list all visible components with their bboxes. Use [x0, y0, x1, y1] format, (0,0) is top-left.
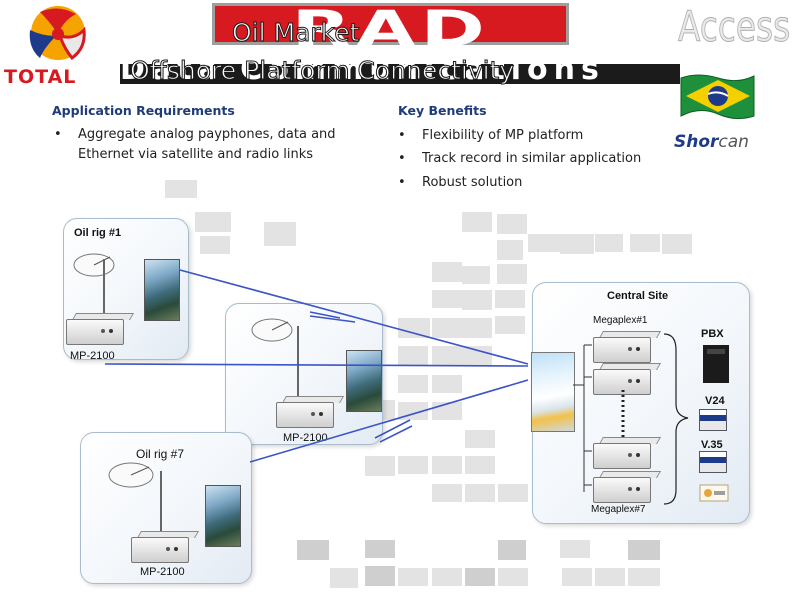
oil-rig-middle-panel — [225, 303, 383, 445]
benefit-item: • Track record in similar application — [398, 149, 678, 169]
central-site-label: Central Site — [607, 290, 669, 302]
oil-rig-photo — [346, 350, 382, 412]
router-icon — [699, 484, 729, 502]
satellite-dish-icon — [251, 318, 299, 402]
slide-title-line2: Offshore Platform Connectivity — [129, 56, 515, 86]
shorcan-logo: Shorcan — [674, 132, 749, 152]
oil-rig-middle-device-label: MP-2100 — [283, 432, 328, 444]
megaplex-7-label: Megaplex#7 — [591, 504, 646, 515]
v24-converter-icon — [699, 409, 727, 431]
link-rig1-device-central — [104, 363, 529, 367]
central-site-photo — [531, 352, 575, 432]
application-requirements-heading: Application Requirements — [52, 103, 235, 118]
v35-label: V.35 — [701, 439, 723, 451]
megaplex-1-label: Megaplex#1 — [593, 315, 648, 326]
oil-rig-1-panel: Oil rig #1 — [63, 218, 189, 360]
megaplex-bracket — [663, 333, 689, 505]
oil-rig-7-panel — [80, 432, 252, 584]
total-logo-text: TOTAL — [4, 66, 77, 88]
oil-rig-1-label: Oil rig #1 — [74, 227, 122, 239]
bullet-icon: • — [54, 127, 62, 142]
oil-rig-1-device-label: MP-2100 — [70, 350, 115, 362]
mp2100-device-icon — [66, 319, 124, 345]
pbx-label: PBX — [701, 328, 724, 340]
benefit-item: • Robust solution — [398, 173, 678, 193]
radio-wave-symbol — [309, 311, 356, 323]
rad-logo: RAD — [212, 0, 569, 58]
pbx-cabinet-icon — [703, 345, 729, 383]
requirements-item: • Aggregate analog payphones, data and E… — [54, 127, 336, 162]
radio-wave-symbol — [374, 419, 413, 443]
megaplex-device-icon — [593, 477, 651, 503]
bullet-icon: • — [398, 175, 406, 190]
data-communications-banner: Data Communications — [120, 64, 680, 84]
slide-title-line1: Oil Market — [231, 18, 360, 48]
total-logo: TOTAL — [0, 0, 120, 92]
total-flame-icon — [29, 6, 86, 61]
bullet-icon: • — [398, 151, 406, 166]
v35-converter-icon — [699, 451, 727, 473]
brazil-flag-icon — [678, 70, 758, 122]
oil-rig-photo — [205, 485, 241, 547]
link-rig1-central — [179, 269, 529, 365]
benefit-item: • Flexibility of MP platform — [398, 126, 678, 146]
oil-rig-7-device-label: MP-2100 — [140, 566, 185, 578]
key-benefits-heading: Key Benefits — [398, 103, 487, 118]
mp2100-device-icon — [276, 402, 334, 428]
satellite-dish-icon — [73, 253, 115, 317]
oil-rig-photo — [144, 259, 180, 321]
bullet-icon: • — [398, 128, 406, 143]
oil-rig-7-label: Oil rig #7 — [136, 447, 185, 461]
link-rig7-central — [249, 379, 529, 463]
mp2100-device-icon — [131, 537, 189, 563]
access-text: Access — [678, 2, 791, 52]
central-site-panel: Central Site Megaplex#1 Megaplex#7 PBX V… — [532, 282, 750, 524]
megaplex-device-icon — [593, 443, 651, 469]
v24-label: V24 — [705, 395, 725, 407]
megaplex-device-icon — [593, 337, 651, 363]
